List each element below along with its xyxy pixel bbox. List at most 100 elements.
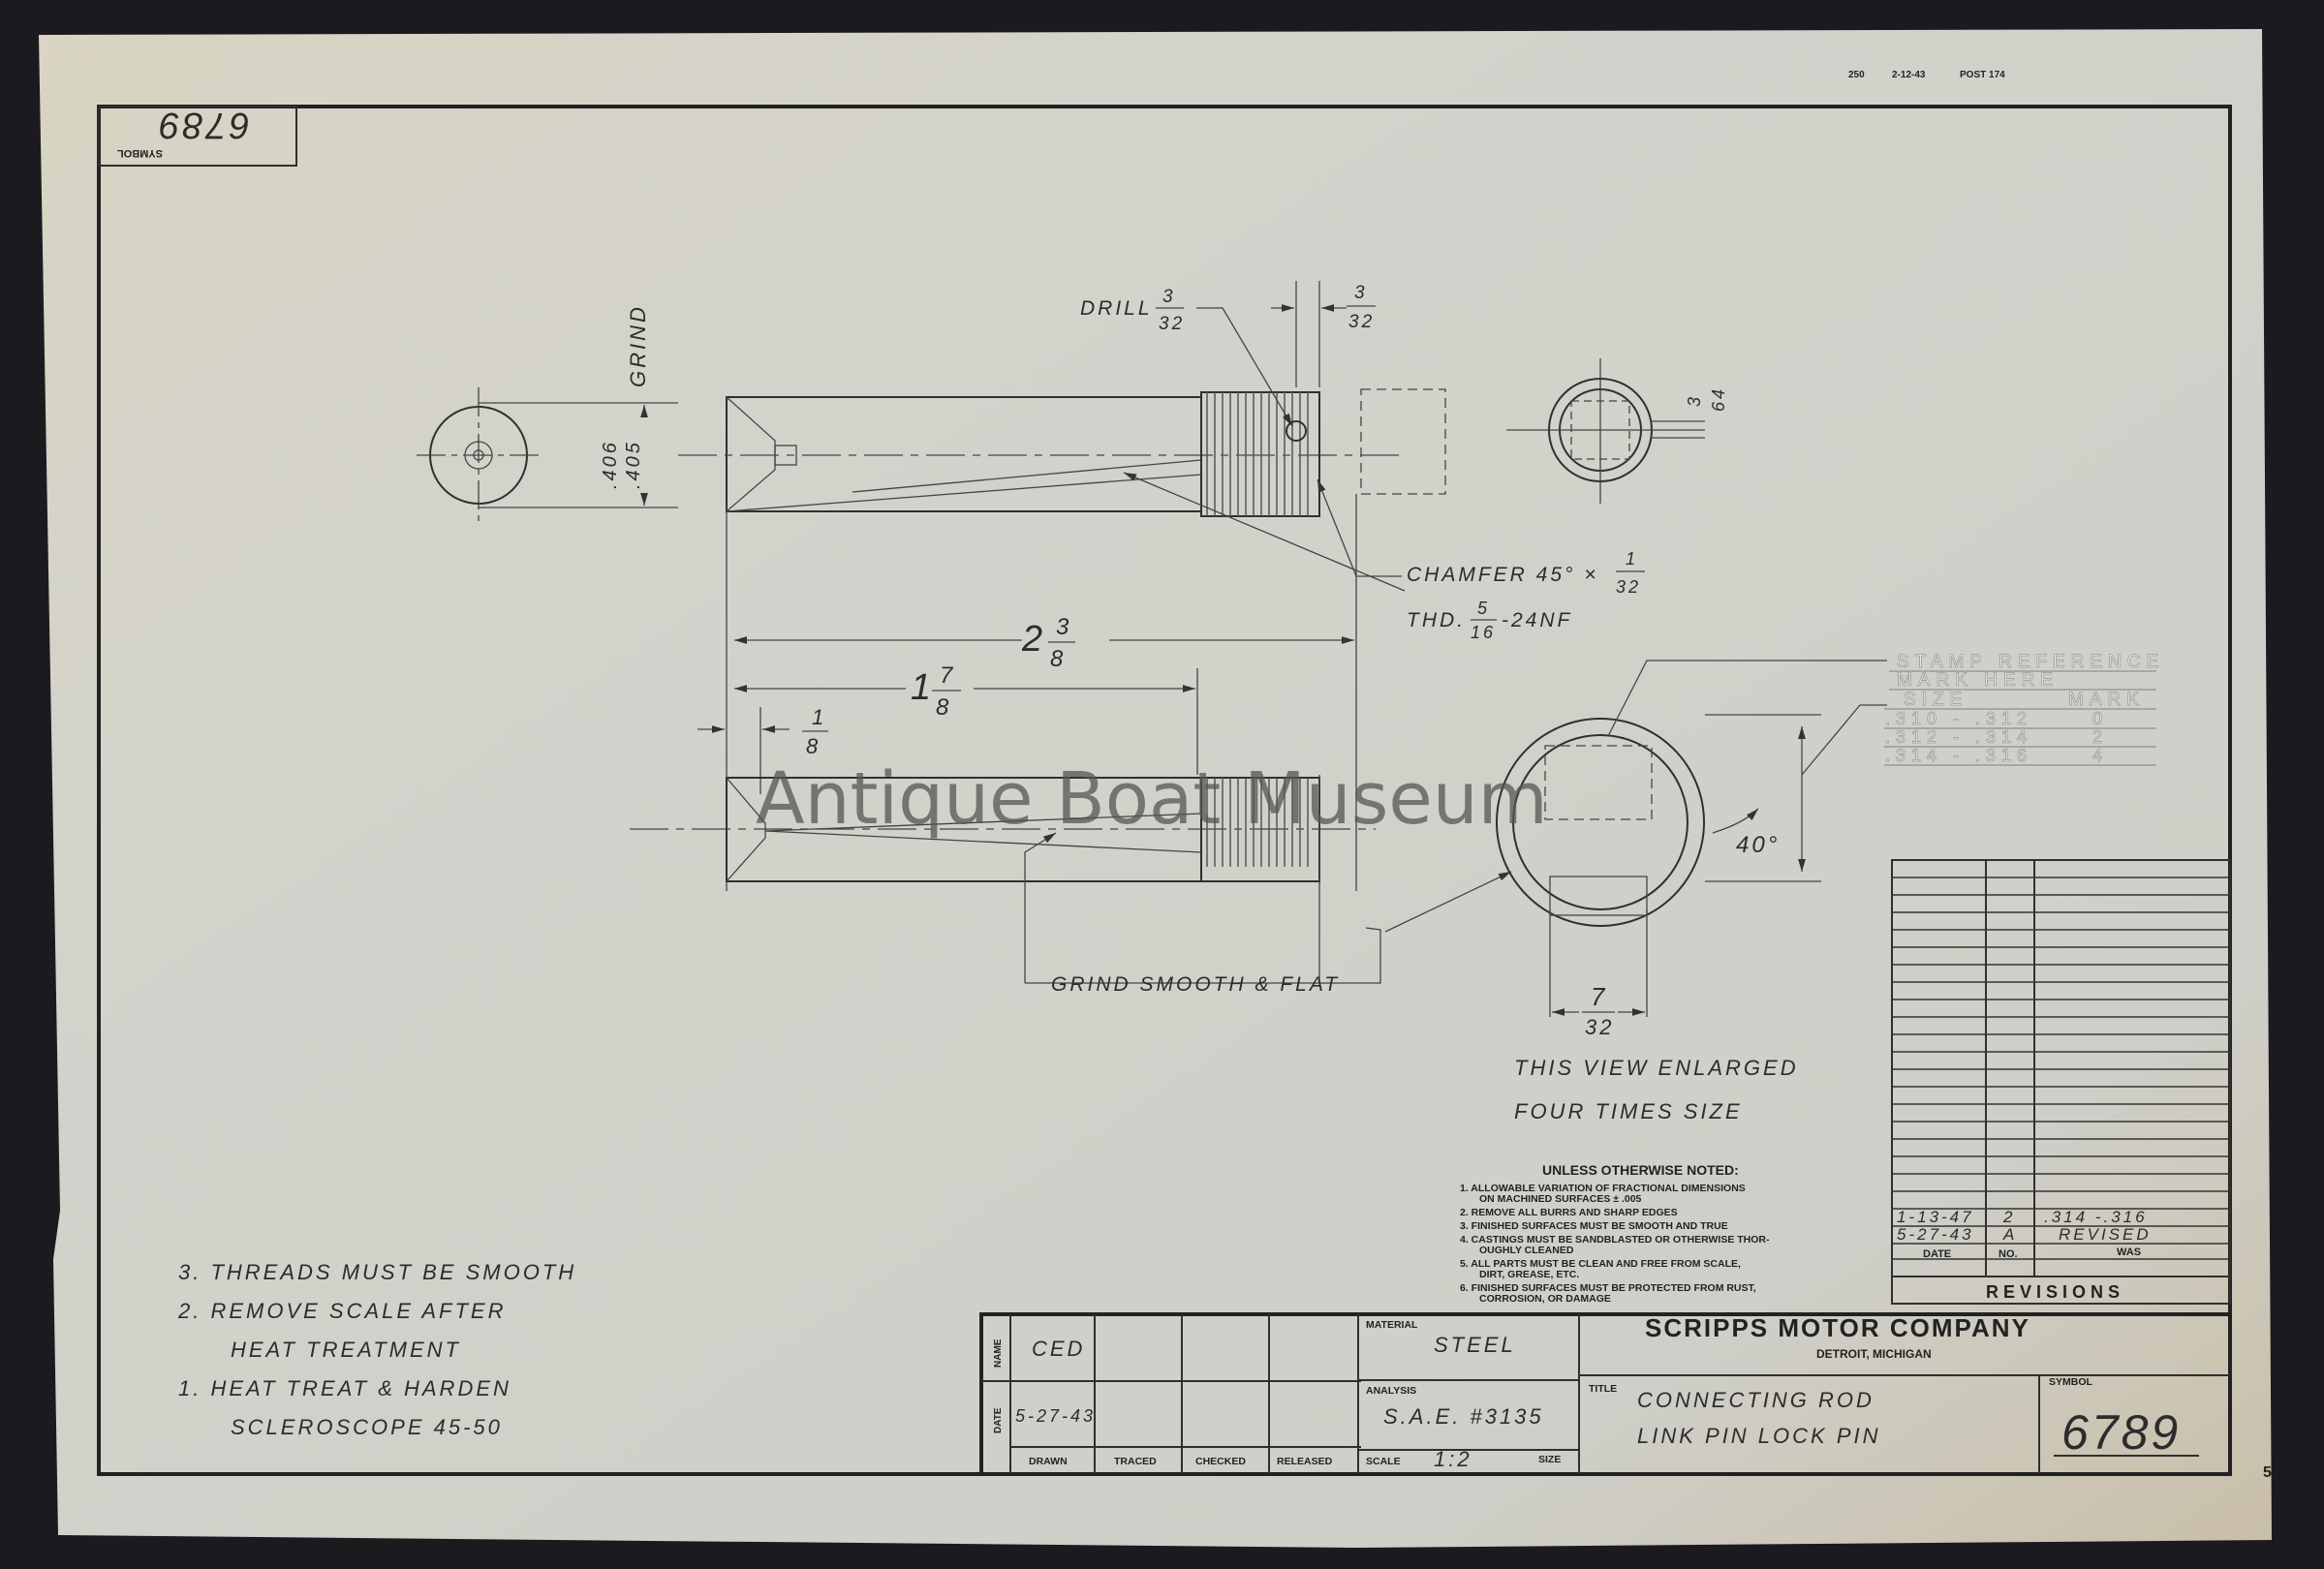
thread-den: 16 bbox=[1471, 623, 1496, 642]
stamp-size-0: .310 - .312 bbox=[1885, 709, 2032, 728]
rev-no-1: A bbox=[2002, 1225, 2017, 1244]
enlarged-line-2: FOUR TIMES SIZE bbox=[1514, 1099, 1743, 1123]
chamfer-thread-callout: CHAMFER 45° × 1 32 THD. 5 16 -24NF bbox=[1123, 472, 1645, 642]
len-total-whole: 2 bbox=[1021, 619, 1045, 660]
sheet-edge-mark: 5 bbox=[2263, 1464, 2272, 1481]
rev-header-date: DATE bbox=[1923, 1248, 1951, 1260]
general-note-line: DIRT, GREASE, ETC. bbox=[1479, 1269, 1579, 1280]
rev-date-1: 5-27-43 bbox=[1897, 1225, 1974, 1244]
rev-header-no: NO. bbox=[1999, 1248, 2018, 1260]
stamp-title-1: STAMP REFERENCE bbox=[1897, 652, 2164, 672]
flat-num: 7 bbox=[1591, 982, 1607, 1011]
part-notes: 3. THREADS MUST BE SMOOTH 2. REMOVE SCAL… bbox=[177, 1260, 576, 1439]
company-name: SCRIPPS MOTOR COMPANY bbox=[1645, 1313, 2030, 1342]
general-note-line: 2. REMOVE ALL BURRS AND SHARP EDGES bbox=[1460, 1207, 1678, 1218]
general-notes: UNLESS OTHERWISE NOTED: 1. ALLOWABLE VAR… bbox=[1460, 1162, 1770, 1305]
corner-symbol-box: SYMBOL 6789 bbox=[98, 105, 297, 167]
analysis-value: S.A.E. #3135 bbox=[1383, 1404, 1544, 1429]
grind-label: GRIND bbox=[626, 304, 650, 387]
company-city: DETROIT, MICHIGAN bbox=[1816, 1347, 1932, 1361]
stamp-mark-2: 4 bbox=[2092, 746, 2108, 765]
len-small-den: 8 bbox=[806, 734, 821, 758]
role-drawn: DRAWN bbox=[1029, 1456, 1068, 1467]
rev-no-0: 2 bbox=[2002, 1208, 2015, 1226]
stamp-reference-table: STAMP REFERENCE MARK HERE SIZE MARK .310… bbox=[1884, 652, 2164, 766]
corner-symbol-value: 6789 bbox=[156, 105, 250, 145]
angle-label: 40° bbox=[1736, 832, 1780, 858]
rev-header-was: WAS bbox=[2117, 1246, 2141, 1258]
general-note-line: 1. ALLOWABLE VARIATION OF FRACTIONAL DIM… bbox=[1460, 1183, 1746, 1194]
general-note-line: CORROSION, OR DAMAGE bbox=[1479, 1293, 1611, 1305]
stamp-title-2: MARK HERE bbox=[1897, 670, 2059, 691]
pin-flat-view: GRIND SMOOTH & FLAT bbox=[630, 775, 1381, 996]
part-note-line: SCLEROSCOPE 45-50 bbox=[231, 1415, 503, 1439]
flat-den: 32 bbox=[1585, 1015, 1614, 1039]
corner-symbol-label: SYMBOL bbox=[117, 147, 163, 159]
enlarged-end-view: 7 32 40° THIS VIEW ENLARGED FOUR TIMES S… bbox=[1384, 660, 1887, 1123]
chamfer-den: 32 bbox=[1616, 577, 1641, 597]
end-den: 64 bbox=[1709, 386, 1728, 412]
thread-spec: -24NF bbox=[1502, 609, 1572, 631]
role-traced: TRACED bbox=[1114, 1456, 1157, 1467]
stamp-header-size: SIZE bbox=[1904, 690, 1968, 710]
stamp-size-1: .312 - .314 bbox=[1885, 727, 2032, 747]
title-line-1: CONNECTING ROD bbox=[1637, 1388, 1875, 1412]
part-note-line: 2. REMOVE SCALE AFTER bbox=[177, 1299, 506, 1323]
general-note-line: ON MACHINED SURFACES ± .005 bbox=[1479, 1193, 1642, 1205]
material-label: MATERIAL bbox=[1366, 1319, 1418, 1331]
role-checked: CHECKED bbox=[1195, 1456, 1246, 1467]
stamp-mark-1: 2 bbox=[2092, 727, 2108, 747]
symbol-label: SYMBOL bbox=[2049, 1376, 2093, 1388]
thread-label: THD. bbox=[1407, 609, 1466, 631]
header-number: 250 bbox=[1848, 70, 1865, 80]
chamfer-label: CHAMFER 45° × bbox=[1407, 564, 1599, 586]
offset-num: 3 bbox=[1354, 283, 1368, 303]
general-note-line: 6. FINISHED SURFACES MUST BE PROTECTED F… bbox=[1460, 1282, 1756, 1294]
drill-den: 32 bbox=[1159, 314, 1185, 334]
title-line-2: LINK PIN LOCK PIN bbox=[1637, 1424, 1881, 1448]
drill-callout: DRILL 3 32 3 32 bbox=[1080, 281, 1376, 427]
dia-upper: .406 bbox=[600, 440, 621, 489]
name-label: NAME bbox=[993, 1338, 1004, 1368]
length-dimensions: 2 3 8 1 7 8 1 8 bbox=[697, 494, 1357, 891]
revisions-table: 1-13-47 2 .314 -.316 5-27-43 A REVISED D… bbox=[1891, 859, 2231, 1305]
general-note-line: 5. ALL PARTS MUST BE CLEAN AND FREE FROM… bbox=[1460, 1258, 1741, 1270]
title-block: NAME DATE CED 5-27-43 DRAWN TRACED CHECK… bbox=[979, 1312, 2232, 1476]
scale-value: 1:2 bbox=[1434, 1447, 1472, 1471]
len-total-den: 8 bbox=[1050, 646, 1066, 672]
analysis-label: ANALYSIS bbox=[1366, 1385, 1416, 1397]
len-mid-whole: 1 bbox=[911, 667, 934, 708]
thread-num: 5 bbox=[1477, 599, 1490, 618]
stamp-header-mark: MARK bbox=[2068, 690, 2145, 710]
general-note-line: OUGHLY CLEANED bbox=[1479, 1245, 1574, 1256]
stamp-size-2: .314 - .316 bbox=[1885, 746, 2032, 765]
stamp-mark-0: 0 bbox=[2092, 709, 2108, 728]
len-mid-num: 7 bbox=[940, 662, 955, 689]
drawn-date: 5-27-43 bbox=[1015, 1406, 1096, 1426]
part-note-line: 3. THREADS MUST BE SMOOTH bbox=[178, 1260, 576, 1284]
dia-lower: .405 bbox=[623, 440, 644, 489]
general-notes-title: UNLESS OTHERWISE NOTED: bbox=[1542, 1162, 1739, 1178]
header-date: 2-12-43 bbox=[1892, 70, 1926, 80]
len-small-num: 1 bbox=[812, 705, 826, 729]
part-note-line: HEAT TREATMENT bbox=[231, 1338, 461, 1362]
part-note-line: 1. HEAT TREAT & HARDEN bbox=[178, 1376, 511, 1400]
title-label: TITLE bbox=[1589, 1383, 1617, 1395]
end-num: 3 bbox=[1685, 394, 1704, 407]
general-note-line: 3. FINISHED SURFACES MUST BE SMOOTH AND … bbox=[1460, 1220, 1728, 1232]
symbol-value: 6789 bbox=[2061, 1405, 2181, 1460]
end-view-threaded: 3 64 bbox=[1506, 358, 1728, 504]
general-note-line: 4. CASTINGS MUST BE SANDBLASTED OR OTHER… bbox=[1460, 1234, 1770, 1246]
rev-was-1: REVISED bbox=[2059, 1225, 2152, 1244]
drawn-name: CED bbox=[1032, 1337, 1085, 1361]
scale-label: SCALE bbox=[1366, 1456, 1401, 1467]
chamfer-num: 1 bbox=[1626, 549, 1638, 569]
end-view-small bbox=[417, 387, 542, 523]
date-label: DATE bbox=[993, 1407, 1004, 1433]
size-label: SIZE bbox=[1538, 1454, 1561, 1465]
role-released: RELEASED bbox=[1277, 1456, 1333, 1467]
drill-label: DRILL bbox=[1080, 297, 1153, 320]
revisions-title: REVISIONS bbox=[1986, 1282, 2124, 1302]
pin-side-view bbox=[678, 388, 1446, 517]
